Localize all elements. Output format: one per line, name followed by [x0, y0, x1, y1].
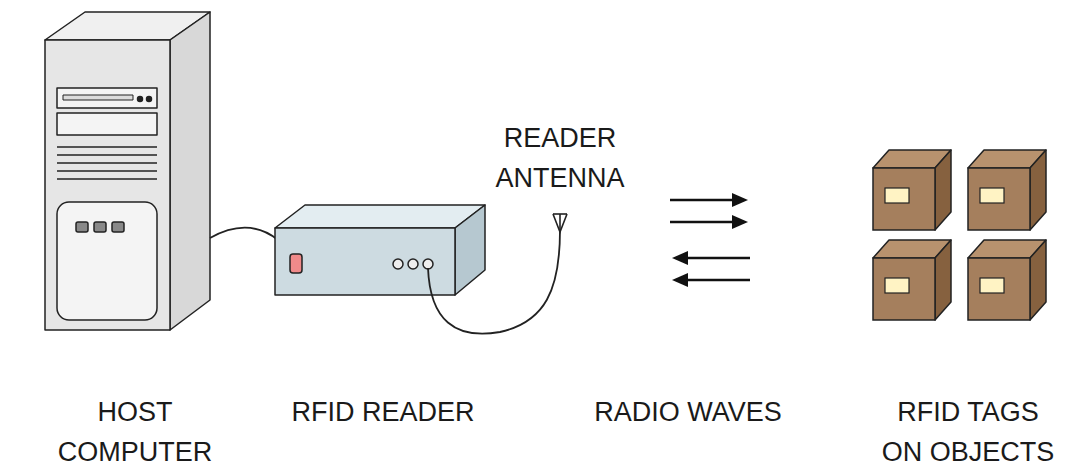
part-label: READER ANTENNA [468, 118, 653, 198]
tagged-boxes [873, 150, 1046, 320]
radio-wave-arrows [670, 193, 750, 287]
cable [210, 228, 278, 240]
antenna-cable [428, 230, 560, 334]
part-label: RADIO WAVES [558, 392, 818, 432]
computer-tower [45, 12, 210, 330]
part-label: HOST COMPUTER [43, 392, 228, 472]
reader-box [275, 205, 485, 295]
antenna-symbol [553, 214, 567, 232]
part-label: RFID READER [253, 392, 513, 432]
part-label: RFID TAGS ON OBJECTS [876, 392, 1061, 472]
